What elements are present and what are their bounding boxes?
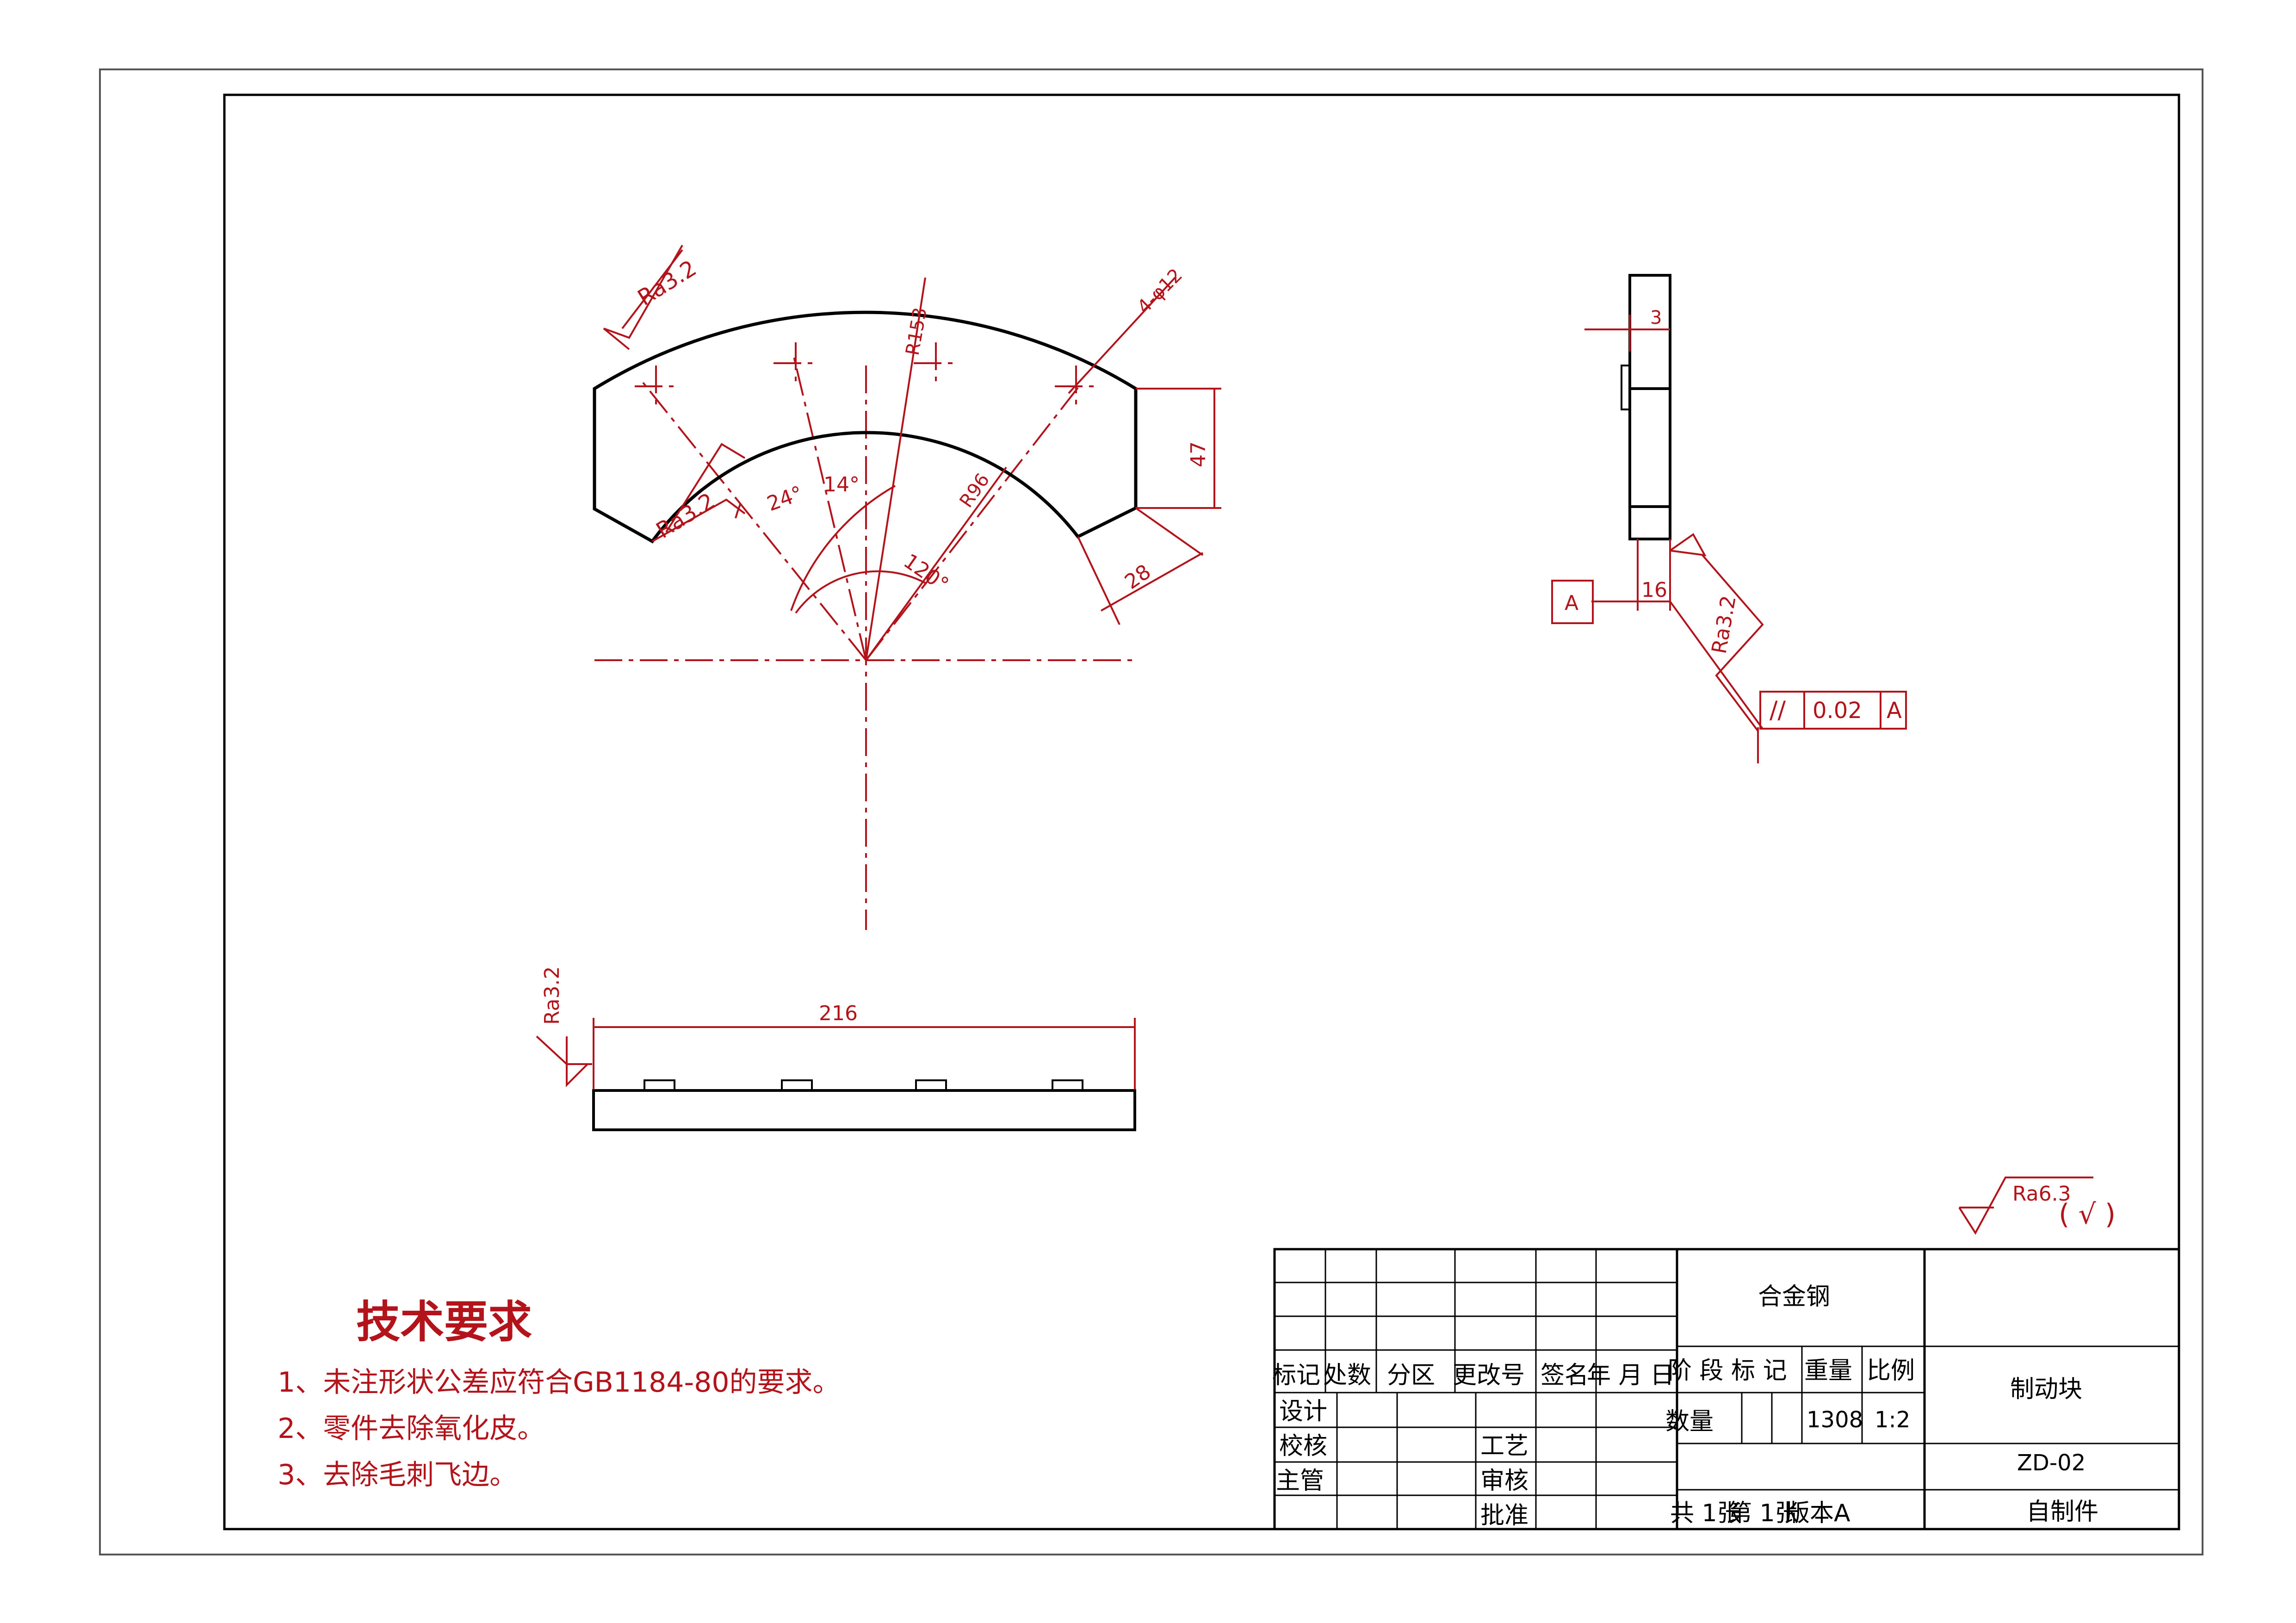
drawing-no-label: ZD-02 [2017,1450,2086,1476]
width-dim-label: 28 [1120,560,1155,594]
svg-text:重量: 重量 [1804,1357,1852,1385]
tolerance-value: 0.02 [1813,698,1862,724]
title-block [1273,1248,2180,1530]
svg-text:分区: 分区 [1387,1362,1435,1389]
source-label: 自制件 [2026,1498,2098,1526]
tolerance-datum: A [1887,698,1902,724]
side-roughness-label: Ra3.2 [1708,594,1741,655]
side-view: 3 16 A Ra3.2 // 0.02 A [1551,274,1907,763]
tech-req-item: 1、未注形状公差应符合GB1184-80的要求。 [278,1366,841,1399]
dim-3-label: 3 [1650,307,1662,328]
part-name-label: 制动块 [2010,1375,2082,1403]
svg-text:处数: 处数 [1323,1362,1371,1389]
tech-req-item: 2、零件去除氧化皮。 [278,1412,545,1445]
top-view: Ra3.2 Ra3.2 R153 R96 4-φ12 47 28 24° 14°… [593,245,1221,930]
svg-text:版本A: 版本A [1786,1499,1850,1527]
inner-frame [223,93,2180,1530]
svg-text:标记: 标记 [1272,1362,1320,1389]
outer-frame [99,68,2203,1555]
roughness-outer-label: Ra3.2 [633,255,701,311]
angle-14-label: 14° [823,473,860,496]
material-label: 合金钢 [1758,1283,1830,1311]
svg-text:校核: 校核 [1279,1432,1327,1460]
radius-inner-label: R96 [956,470,994,512]
svg-text:年 月 日: 年 月 日 [1587,1362,1674,1389]
svg-text:主管: 主管 [1276,1467,1324,1495]
svg-text:阶 段 标 记: 阶 段 标 记 [1668,1357,1787,1385]
dim-16-label: 16 [1641,578,1667,602]
svg-text:批准: 批准 [1480,1502,1529,1530]
svg-text:1308: 1308 [1807,1407,1863,1433]
height-dim-label: 47 [1187,441,1210,467]
tech-req-item: 3、去除毛刺飞边。 [278,1459,517,1491]
svg-text:签名: 签名 [1541,1362,1589,1389]
svg-text:( √ ): ( √ ) [2059,1198,2116,1231]
front-view: Ra3.2 216 [536,966,1136,1131]
parallelism-symbol: // [1770,696,1786,724]
datum-a-label: A [1565,591,1578,615]
holes-label: 4-φ12 [1133,265,1187,318]
svg-text:工艺: 工艺 [1480,1432,1529,1460]
general-roughness: Ra6.3 ( √ ) [1958,1177,2116,1235]
svg-text:共 1张: 共 1张 [1670,1499,1741,1527]
svg-text:审核: 审核 [1480,1467,1529,1495]
length-dim-label: 216 [819,1002,858,1025]
svg-text:更改号: 更改号 [1453,1362,1525,1389]
front-roughness-label: Ra3.2 [540,966,564,1025]
svg-text:1:2: 1:2 [1875,1407,1910,1433]
angle-120-label: 120° [899,549,953,597]
svg-text:第 1张: 第 1张 [1728,1499,1799,1527]
angle-24-label: 24° [764,482,806,516]
svg-text:数量: 数量 [1665,1408,1714,1436]
svg-text:比例: 比例 [1867,1357,1915,1385]
tech-requirements: 技术要求 1、未注形状公差应符合GB1184-80的要求。 2、零件去除氧化皮。… [278,1297,841,1491]
roughness-inner-label: Ra3.2 [652,488,720,544]
tech-req-title: 技术要求 [356,1297,532,1348]
svg-text:Ra6.3: Ra6.3 [2012,1182,2071,1206]
title-block-text: 合金钢 制动块 ZD-02 自制件 标记 处数 分区 更改号 签名 年 月 日 … [1272,1283,2098,1530]
svg-text:设计: 设计 [1279,1398,1327,1425]
